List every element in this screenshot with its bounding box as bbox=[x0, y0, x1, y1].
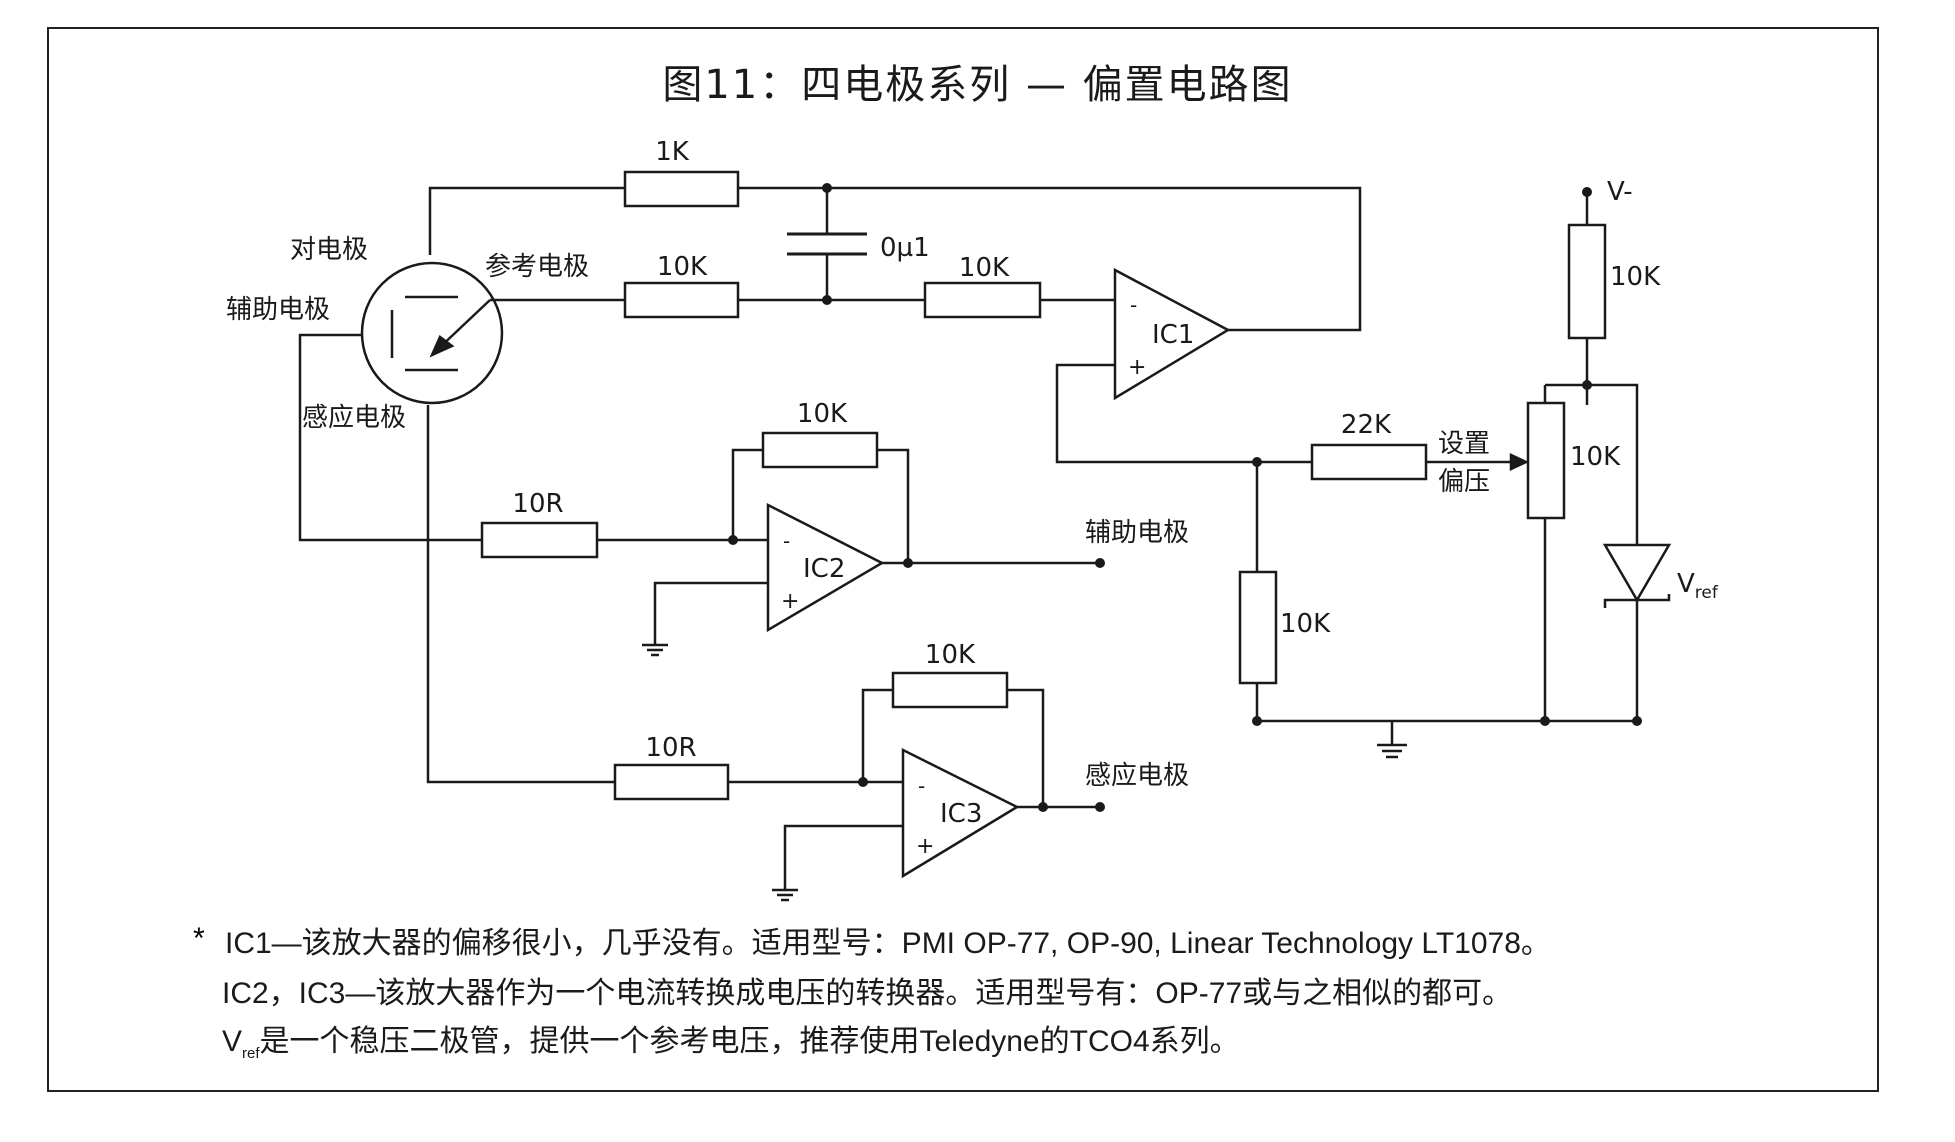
label-aux-electrode: 辅助电极 bbox=[226, 295, 330, 325]
potentiometer-10k bbox=[1526, 401, 1566, 520]
label-counter-electrode: 对电极 bbox=[290, 235, 368, 265]
zener-diode bbox=[1602, 543, 1672, 608]
note-line-3: Vref是一个稳压二极管，提供一个参考电压，推荐使用Teledyne的TCO4系… bbox=[222, 1016, 1240, 1062]
diagram-title: 图11：四电极系列 — 偏置电路图 bbox=[662, 62, 1293, 108]
label-r-bias: 22K bbox=[1341, 410, 1392, 440]
diagram-frame bbox=[47, 27, 1879, 1092]
opamp-ic1 bbox=[1113, 267, 1231, 401]
label-sense-electrode: 感应电极 bbox=[302, 403, 406, 433]
resistor-1k bbox=[623, 170, 740, 208]
label-reference-electrode: 参考电极 bbox=[485, 252, 589, 282]
resistor-ref-10k bbox=[623, 281, 740, 319]
resistor-ic2-in-10r bbox=[480, 521, 599, 559]
resistor-ic1-in-10k bbox=[923, 281, 1042, 319]
ic3-minus-sign: - bbox=[918, 774, 925, 798]
label-bias-line2: 偏压 bbox=[1438, 467, 1490, 497]
notes-bullet: * bbox=[193, 922, 205, 955]
label-r-ic3-in: 10R bbox=[645, 733, 696, 763]
ic2-plus-sign: + bbox=[781, 589, 799, 614]
label-sense-output: 感应电极 bbox=[1085, 761, 1189, 791]
label-r-ic2-in: 10R bbox=[512, 489, 563, 519]
pot-wiper-arrow bbox=[1509, 453, 1529, 471]
resistors bbox=[480, 170, 1607, 801]
label-r-ic2-fb: 10K bbox=[797, 399, 848, 429]
label-c1: 0µ1 bbox=[880, 233, 930, 263]
resistor-div-10k bbox=[1238, 570, 1278, 685]
opamp-ic3 bbox=[901, 747, 1020, 879]
label-r-ic1-in: 10K bbox=[959, 253, 1010, 283]
resistor-ic3-fb-10k bbox=[891, 671, 1009, 709]
label-r-ic3-fb: 10K bbox=[925, 640, 976, 670]
ic1-plus-sign: + bbox=[1128, 355, 1146, 380]
sensor-symbol bbox=[360, 261, 504, 405]
label-r-vminus: 10K bbox=[1610, 262, 1661, 292]
resistor-vminus-10k bbox=[1567, 223, 1607, 340]
label-ic1: IC1 bbox=[1152, 320, 1194, 350]
resistor-ic2-fb-10k bbox=[761, 431, 879, 469]
opamp-ic2 bbox=[766, 502, 885, 633]
label-r-ref-in: 10K bbox=[657, 252, 708, 282]
note-vref-symbol: V bbox=[222, 1025, 243, 1058]
resistor-22k bbox=[1310, 443, 1428, 481]
note-line-1: IC1—该放大器的偏移很小，几乎没有。适用型号：PMI OP-77, OP-90… bbox=[225, 927, 1551, 960]
label-ic2: IC2 bbox=[803, 554, 845, 584]
note-line-3-text: 是一个稳压二极管，提供一个参考电压，推荐使用Teledyne的TCO4系列。 bbox=[259, 1025, 1240, 1058]
junction-dots bbox=[728, 183, 1642, 812]
label-r-div: 10K bbox=[1280, 609, 1331, 639]
capacitor bbox=[787, 232, 867, 256]
resistor-ic3-in-10r bbox=[613, 763, 730, 801]
label-aux-output: 辅助电极 bbox=[1085, 518, 1189, 548]
ic1-minus-sign: - bbox=[1130, 293, 1137, 317]
label-vminus: V- bbox=[1607, 177, 1633, 207]
label-vref: Vref bbox=[1677, 569, 1719, 603]
label-bias-line1: 设置 bbox=[1438, 429, 1490, 459]
ground-symbols bbox=[642, 643, 1407, 902]
wires bbox=[298, 186, 1639, 890]
ic3-plus-sign: + bbox=[916, 834, 934, 859]
label-ic3: IC3 bbox=[940, 799, 982, 829]
note-vref-subscript: ref bbox=[242, 1045, 260, 1062]
label-pot: 10K bbox=[1570, 442, 1621, 472]
ic2-minus-sign: - bbox=[783, 529, 790, 553]
label-r1: 1K bbox=[655, 137, 690, 167]
note-line-2: IC2，IC3—该放大器作为一个电流转换成电压的转换器。适用型号有：OP-77或… bbox=[222, 977, 1513, 1010]
